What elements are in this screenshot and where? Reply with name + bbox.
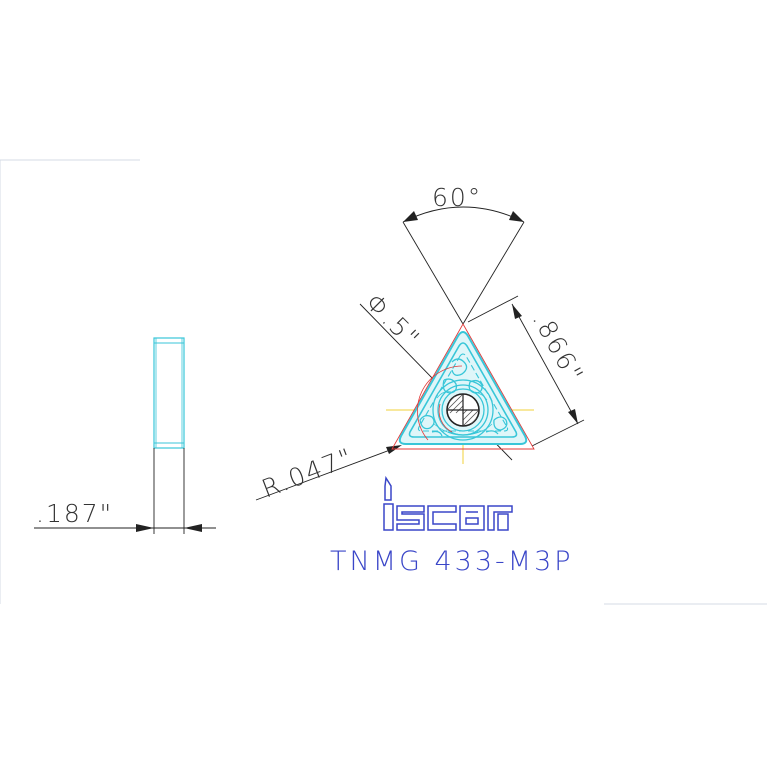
thickness-label: .187" (36, 499, 113, 528)
model-code-label: TNMG 433-M3P (330, 546, 574, 577)
corner-radius-leader (255, 445, 402, 501)
edge-length-dimension (467, 295, 585, 447)
sheet-frame (0, 159, 767, 605)
insert-top-view (391, 323, 535, 450)
brand-logo (383, 475, 513, 531)
thickness-dimension (34, 448, 216, 534)
corner-radius-label: R.047" (258, 442, 358, 503)
angle-dimension (402, 206, 525, 325)
center-hole (446, 393, 480, 427)
angle-label: 60° (432, 183, 482, 212)
insert-side-view (153, 337, 185, 449)
inscribed-circle-label: Φ.5" (360, 288, 426, 354)
